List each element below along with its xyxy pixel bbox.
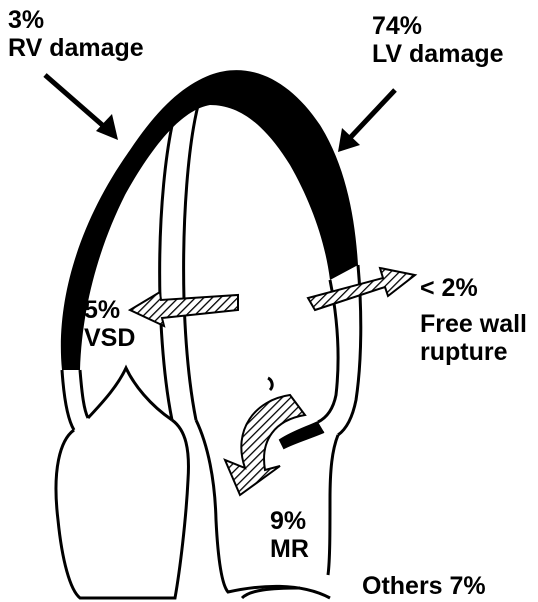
vsd-text: VSD [84,324,135,352]
papillary-tip [268,378,272,390]
tricuspid-valve [88,368,172,420]
rv-outer-wall [62,370,74,430]
mr-text: MR [270,535,309,563]
free-wall-rupture-label: < 2% Free wall rupture [420,274,527,366]
free-wall-line1: Free wall [420,310,527,338]
rv-inner-wall [80,370,88,418]
lv-damage-text: LV damage [372,40,504,68]
rv-pointer-arrow [45,75,118,140]
rv-damage-label: 3% RV damage [8,6,144,62]
vsd-percent: 5% [84,296,135,324]
vsd-label: 5% VSD [84,296,135,352]
free-wall-line2: rupture [420,338,527,366]
rv-damage-text: RV damage [8,34,144,62]
mr-label: 9% MR [270,507,309,563]
lv-damage-percent: 74% [372,12,504,40]
septum-right-edge [184,98,200,420]
mitral-valve [280,422,324,448]
others-text: Others 7% [362,572,486,600]
left-atrium-base [242,588,300,598]
free-wall-percent: < 2% [420,274,527,302]
la-right-wall [328,435,338,575]
lv-pointer-arrow [338,90,395,152]
others-label: Others 7% [362,572,486,600]
mr-percent: 9% [270,507,309,535]
septum-left-edge [160,95,180,420]
rv-damage-percent: 3% [8,6,144,34]
right-atrium [56,420,188,598]
lv-damage-label: 74% LV damage [372,12,504,68]
